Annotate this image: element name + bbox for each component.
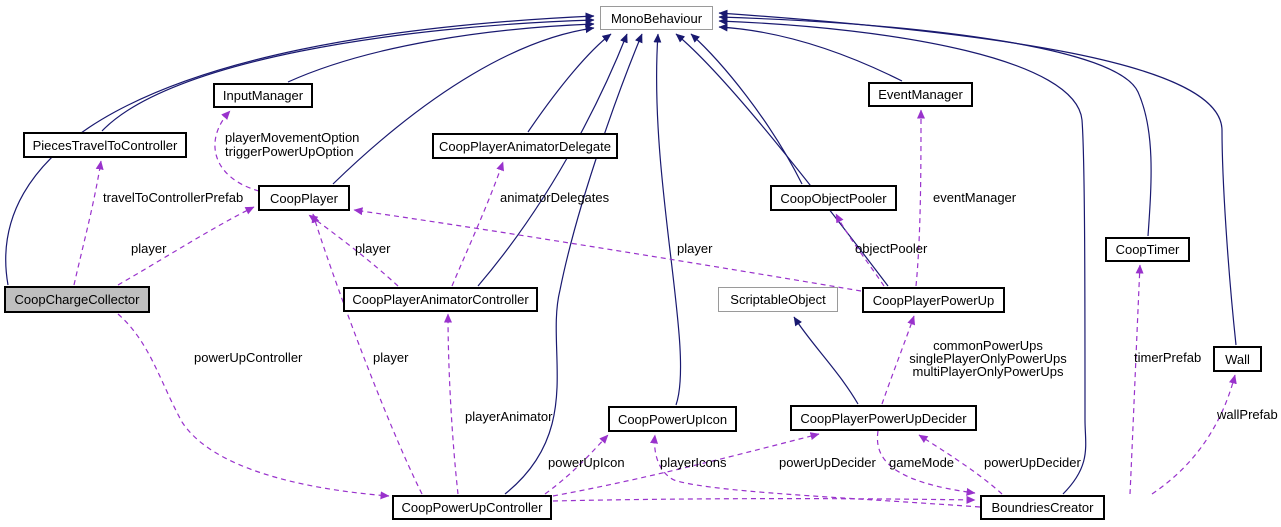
edge-label-commonpowerups-line1: commonPowerUps (933, 338, 1043, 353)
edge-label-playermovementoption: playerMovementOption (225, 130, 360, 145)
class-node-coopplayeranimatorcontroller[interactable]: CoopPlayerAnimatorController (343, 287, 538, 312)
edge-inherit-coopplayeranimatordelegate-monobehaviour (527, 33, 612, 133)
edge-label-player-powerupcontroller: player (373, 350, 409, 365)
class-node-coopplayeranimatordelegate[interactable]: CoopPlayerAnimatorDelegate (432, 133, 618, 159)
class-node-eventmanager[interactable]: EventManager (868, 82, 973, 107)
edge-label-playeranimator: playerAnimator (465, 409, 553, 424)
edge-inherit-wall-monobehaviour (718, 9, 1237, 346)
edge-inherit-coopplayerpowerup-monobehaviour (675, 33, 889, 287)
class-node-coopchargecollector: CoopChargeCollector (4, 286, 150, 313)
edge-label-powerupcontroller: powerUpController (194, 350, 303, 365)
edge-inherit-coopobjectpooler-monobehaviour (690, 33, 803, 185)
edge-inherit-eventmanager-monobehaviour (718, 23, 903, 82)
edge-label-commonpowerups: commonPowerUps singlePlayerOnlyPowerUps … (900, 339, 1076, 378)
edge-label-player-animatorcontroller: player (355, 241, 391, 256)
edge-label-powerupdecider-right: powerUpDecider (984, 455, 1081, 470)
edge-inherit-coopplayerpowerupdecider-scriptableobject (793, 316, 859, 405)
edge-usage-cooppowerupcontroller-coopplayer (311, 213, 423, 495)
class-node-cooptimer[interactable]: CoopTimer (1105, 237, 1190, 262)
class-node-coopplayerpowerupdecider[interactable]: CoopPlayerPowerUpDecider (790, 405, 977, 431)
class-node-wall[interactable]: Wall (1213, 346, 1262, 372)
edge-usage-coopchargecollector-coopplayer (117, 206, 255, 286)
edge-label-powerupicon: powerUpIcon (548, 455, 625, 470)
class-node-inputmanager[interactable]: InputManager (213, 83, 313, 108)
edge-label-eventmanager: eventManager (933, 190, 1017, 205)
class-node-scriptableobject: ScriptableObject (718, 287, 838, 312)
edge-usage-coopplayerpowerupdecider-coopplayerpowerup (881, 315, 915, 405)
edge-usage-coopchargecollector-cooppowerupcontroller (117, 313, 390, 500)
edge-inherit-coopchargecollector-monobehaviour (5, 12, 595, 286)
edge-usage-cooppowerupcontroller-cooppowerupicon (544, 434, 609, 495)
edge-label-player-powerup: player (677, 241, 713, 256)
edge-usage-boundriescreator-coopplayerpowerupdecider (918, 434, 1003, 495)
edge-usage-cooppowerupcontroller-coopplayerpowerupdecider (552, 432, 820, 497)
edge-usage-boundriescreator-cooptimer (1129, 264, 1144, 495)
edge-usage-coopchargecollector-piecestraveltocontroller (73, 160, 104, 286)
edge-label-commonpowerups-line3: multiPlayerOnlyPowerUps (912, 364, 1064, 379)
class-node-piecestraveltocontroller[interactable]: PiecesTravelToController (23, 132, 187, 158)
edge-usage-boundriescreator-wall (1151, 374, 1237, 495)
edge-usage-coopplayeranimatorcontroller-coopplayeranimatordelegate (451, 161, 504, 287)
class-node-coopplayerpowerup[interactable]: CoopPlayerPowerUp (862, 287, 1005, 313)
edge-label-wallprefab: wallPrefab (1217, 407, 1278, 422)
edge-usage-coopplayerpowerup-eventmanager (915, 109, 925, 287)
class-node-coopobjectpooler[interactable]: CoopObjectPooler (770, 185, 897, 211)
edge-usage-coopplayerpowerupdecider-boundriescreator (876, 430, 976, 496)
class-node-coopowerupcontroller[interactable]: CoopPowerUpController (392, 495, 552, 520)
edge-inherit-cooppowerupicon-monobehaviour (653, 33, 682, 406)
edge-inherit-boundriescreator-monobehaviour (718, 17, 1087, 495)
edge-usage-cooppowerupcontroller-boundriescreator (552, 495, 976, 504)
class-node-cooppowerupicon[interactable]: CoopPowerUpIcon (608, 406, 737, 432)
class-node-boundriescreator[interactable]: BoundriesCreator (980, 495, 1105, 520)
edge-label-powerupdecider-left: powerUpDecider (779, 455, 876, 470)
edge-inherit-cooppowerupcontroller-monobehaviour (504, 33, 643, 495)
class-node-monobehaviour: MonoBehaviour (600, 6, 713, 30)
edge-usage-cooppowerupcontroller-coopplayeranimatorcontroller (444, 313, 459, 495)
edge-label-playericons: playerIcons (660, 455, 727, 470)
class-node-coopplayer[interactable]: CoopPlayer (258, 185, 350, 211)
edge-label-timerprefab: timerPrefab (1134, 350, 1202, 365)
edge-label-traveltocontrollerprefab: travelToControllerPrefab (103, 190, 244, 205)
edge-label-objectpooler: objectPooler (855, 241, 928, 256)
edge-label-animatordelegates: animatorDelegates (500, 190, 610, 205)
edge-inherit-piecestraveltocontroller-monobehaviour (101, 16, 595, 132)
edge-usage-boundriescreator-cooppowerupicon (650, 434, 981, 508)
edge-label-triggerpowerupoption: triggerPowerUpOption (225, 144, 354, 159)
edge-label-commonpowerups-line2: singlePlayerOnlyPowerUps (909, 351, 1067, 366)
edge-label-gamemode: gameMode (889, 455, 955, 470)
edge-inherit-inputmanager-monobehaviour (287, 20, 595, 83)
edge-usage-coopplayer-inputmanager (214, 110, 260, 192)
edge-inherit-coopplayer-monobehaviour (332, 25, 595, 185)
edge-usage-coopplayerpowerup-coopplayer (353, 207, 862, 292)
edge-inherit-coopplayeranimatorcontroller-monobehaviour (477, 33, 628, 287)
edge-label-player-chargecollector: player (131, 241, 167, 256)
